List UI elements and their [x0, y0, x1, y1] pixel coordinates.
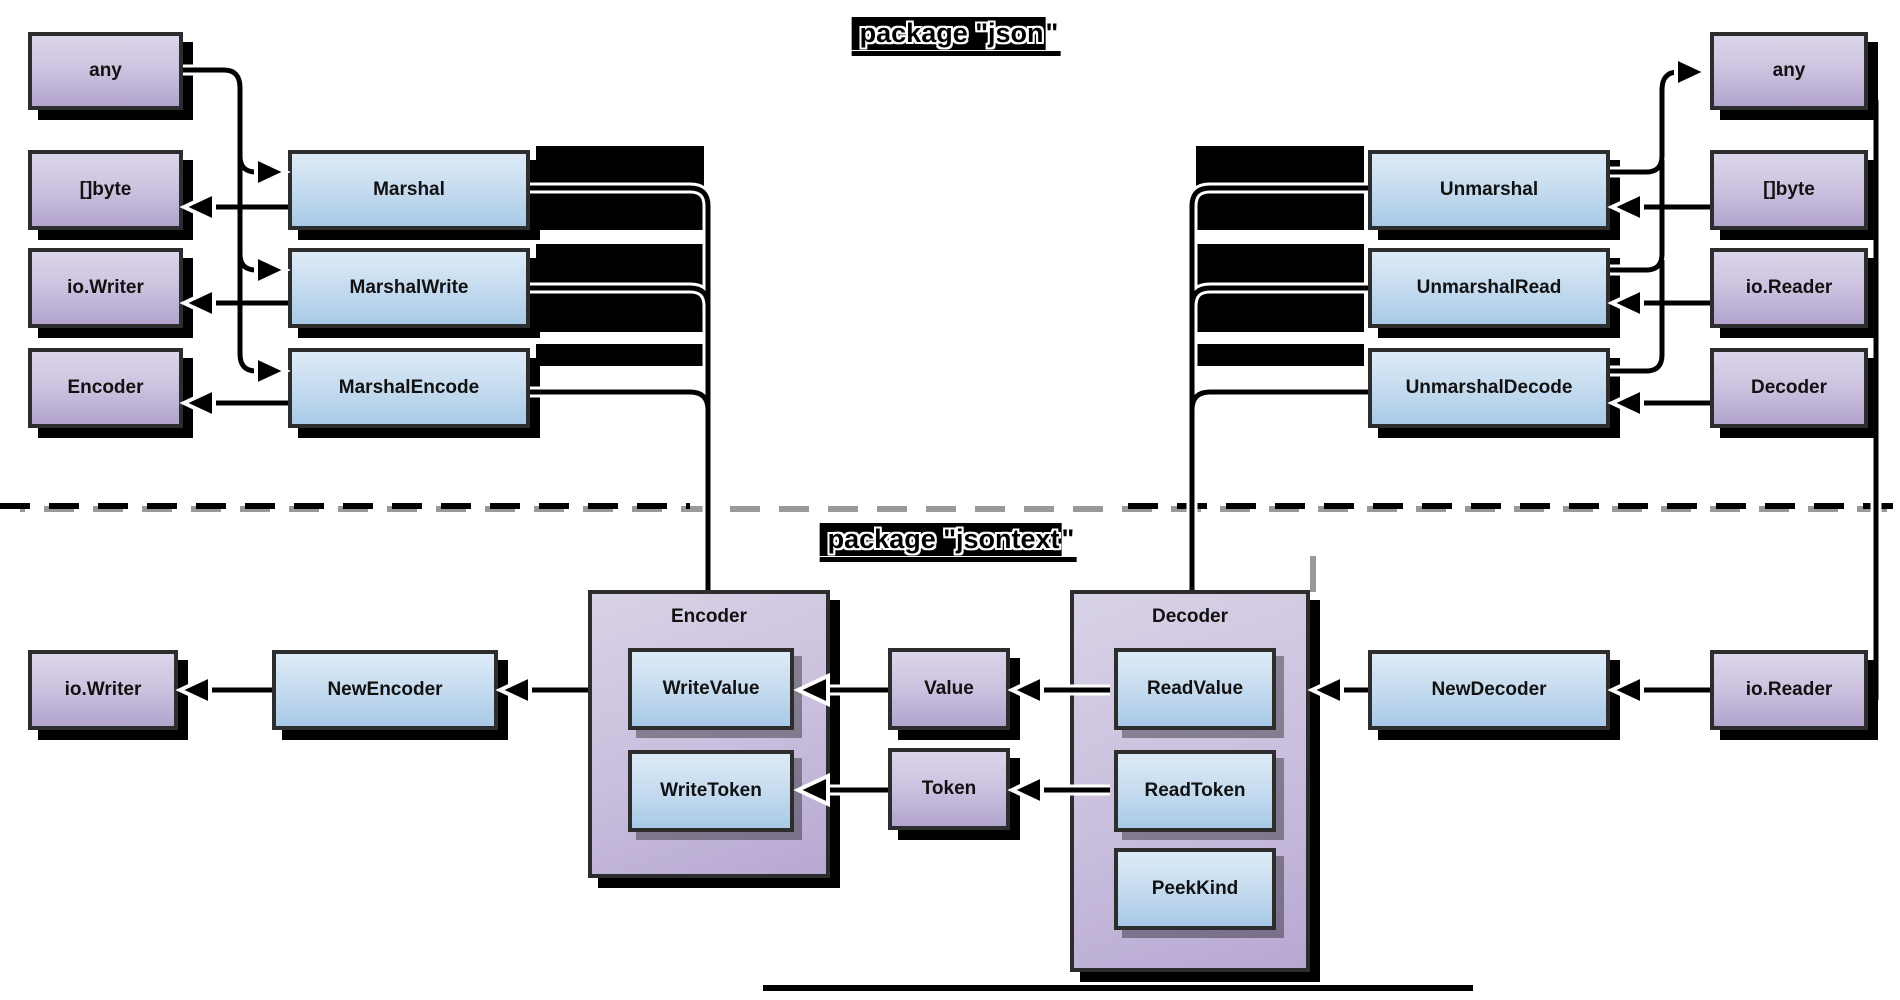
label-iowriter-bottom: io.Writer — [64, 679, 142, 700]
arrow-into-marshalwrite — [254, 252, 291, 288]
arrow-into-value — [1007, 672, 1044, 708]
label-value: Value — [924, 678, 974, 699]
jsontext-newencoder: NewEncoder — [272, 650, 498, 730]
label-marshalwrite: MarshalWrite — [349, 277, 469, 298]
wire-unmarshaldecode-to-decoder — [1189, 389, 1368, 590]
json-func-marshalwrite: MarshalWrite — [288, 248, 530, 328]
encoder-method-writevalue: WriteValue — [628, 648, 794, 730]
label-newdecoder: NewDecoder — [1431, 679, 1547, 700]
label-writevalue: WriteValue — [662, 678, 760, 699]
json-type-byte-left: []byte — [28, 150, 183, 230]
label-readvalue: ReadValue — [1146, 678, 1244, 699]
arrow-into-writetoken — [793, 772, 830, 808]
jsontext-value: Value — [888, 648, 1010, 730]
wire-unmarshals-to-any — [1610, 69, 1682, 175]
json-type-byte-right: []byte — [1710, 150, 1868, 230]
wire-any-to-marshals — [183, 67, 243, 354]
label-readtoken: ReadToken — [1144, 780, 1246, 801]
arrow-into-marshal — [254, 154, 291, 190]
decoder-shadow-tick — [1310, 556, 1316, 592]
jsontext-encoder-container: Encoder WriteValue WriteToken — [588, 590, 830, 878]
label-unmarshaldecode: UnmarshalDecode — [1405, 377, 1573, 398]
decoder-method-readvalue: ReadValue — [1114, 648, 1276, 730]
package-jsontext-title-band: package "jsontext — [819, 523, 1062, 556]
arrow-into-unmarshal — [1607, 189, 1644, 225]
json-type-any-left: any — [28, 32, 183, 110]
arrow-into-iowriter-bottom — [175, 672, 212, 708]
package-json-title-tail: " — [1045, 18, 1059, 48]
jsontext-iowriter: io.Writer — [28, 650, 178, 730]
arrow-into-decoder-container — [1307, 672, 1344, 708]
wire-unmarshal-to-decoder — [1189, 185, 1368, 590]
wire-marshalencode-to-encoder — [530, 389, 711, 590]
label-unmarshal: Unmarshal — [1439, 179, 1539, 200]
json-type-encoder: Encoder — [28, 348, 183, 428]
arrow-into-writevalue — [793, 672, 830, 708]
package-jsontext-title-tail: " — [1061, 524, 1075, 554]
package-jsontext-title-underline — [819, 557, 1077, 562]
label-ioreader: io.Reader — [1745, 277, 1833, 298]
arrow-into-unmarshalread — [1607, 285, 1644, 321]
label-encoder-type: Encoder — [67, 377, 144, 398]
arrow-into-byte-left — [179, 189, 216, 225]
jsontext-ioreader: io.Reader — [1710, 650, 1868, 730]
label-byte-left: []byte — [79, 179, 132, 200]
label-ioreader-bottom: io.Reader — [1745, 679, 1833, 700]
decoder-method-readtoken: ReadToken — [1114, 750, 1276, 832]
black-block-right-3 — [1196, 344, 1364, 366]
json-func-marshal: Marshal — [288, 150, 530, 230]
json-func-unmarshaldecode: UnmarshalDecode — [1368, 348, 1610, 428]
json-func-marshalencode: MarshalEncode — [288, 348, 530, 428]
decoder-container-title: Decoder — [1151, 606, 1229, 627]
label-any-right: any — [1772, 60, 1806, 81]
arrowheads — [175, 54, 1711, 808]
json-type-decoder: Decoder — [1710, 348, 1868, 428]
arrow-into-encodertype — [179, 385, 216, 421]
wire-marshal-to-encoder — [530, 185, 711, 590]
arrow-into-token — [1007, 772, 1044, 808]
label-token: Token — [921, 778, 977, 799]
arrow-into-newencoder — [495, 672, 532, 708]
json-type-ioreader: io.Reader — [1710, 248, 1868, 328]
json-func-unmarshal: Unmarshal — [1368, 150, 1610, 230]
wire-casings — [183, 64, 1710, 796]
jsontext-decoder-container: Decoder ReadValue ReadToken PeekKind — [1070, 590, 1310, 972]
arrow-into-unmarshaldecode — [1607, 385, 1644, 421]
label-writetoken: WriteToken — [660, 780, 762, 801]
label-marshalencode: MarshalEncode — [338, 377, 480, 398]
json-type-any-right: any — [1710, 32, 1868, 110]
arrow-into-newdecoder — [1607, 672, 1644, 708]
label-marshal: Marshal — [373, 179, 445, 200]
label-unmarshalread: UnmarshalRead — [1416, 277, 1562, 298]
label-byte-right: []byte — [1763, 179, 1815, 200]
label-iowriter: io.Writer — [67, 277, 144, 298]
wire-unmarshalread-to-decoder — [1189, 285, 1368, 590]
label-decoder-type: Decoder — [1750, 377, 1828, 398]
arrow-into-iowriter-top — [179, 285, 216, 321]
encoder-method-writetoken: WriteToken — [628, 750, 794, 832]
wire-marshalwrite-to-encoder — [530, 285, 711, 590]
wires — [183, 67, 1710, 793]
arrow-into-marshalencode — [254, 353, 291, 389]
package-json-title[interactable]: package "json" — [851, 17, 1061, 56]
label-peekkind: PeekKind — [1151, 878, 1239, 899]
decoder-method-peekkind: PeekKind — [1114, 848, 1276, 930]
black-block-left-3 — [536, 344, 704, 366]
label-newencoder: NewEncoder — [327, 679, 443, 700]
package-json-title-band: package "json — [851, 17, 1046, 50]
label-any-left: any — [89, 60, 122, 81]
encoder-container-title: Encoder — [670, 606, 748, 627]
json-type-iowriter: io.Writer — [28, 248, 183, 328]
arrow-into-any-right — [1674, 54, 1711, 90]
jsontext-token: Token — [888, 748, 1010, 830]
package-jsontext-title[interactable]: package "jsontext" — [819, 523, 1077, 562]
jsontext-newdecoder: NewDecoder — [1368, 650, 1610, 730]
package-json-title-underline — [851, 51, 1061, 56]
json-func-unmarshalread: UnmarshalRead — [1368, 248, 1610, 328]
